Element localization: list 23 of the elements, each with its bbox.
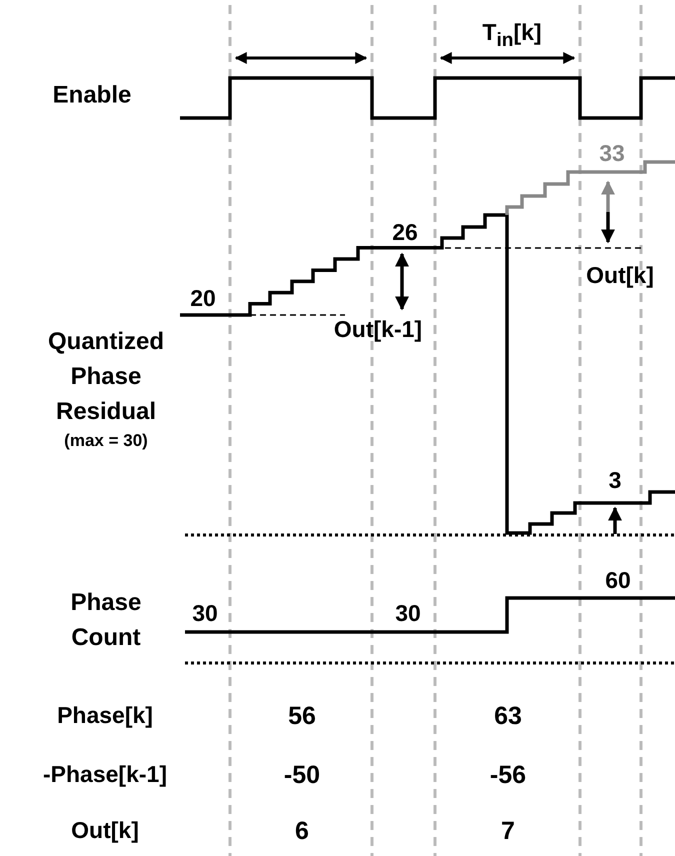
value-label: 60 <box>605 566 631 596</box>
out-label: Out[k] <box>586 261 654 290</box>
signal-label: Enable <box>52 80 132 110</box>
value-label: 33 <box>599 139 625 168</box>
signal-label: Phase Count <box>70 588 142 653</box>
row-label: -Phase[k-1] <box>43 760 167 790</box>
value-label: 20 <box>190 284 216 314</box>
table-value: 63 <box>494 700 522 732</box>
table-value: 7 <box>501 816 515 847</box>
row-label: Phase[k] <box>57 701 153 730</box>
signal-label: Quantized Phase Residual <box>46 326 165 426</box>
table-value: 56 <box>288 700 316 732</box>
period-label: T$_{in}$[k] <box>482 18 542 53</box>
value-label: 26 <box>392 218 418 248</box>
row-label: Out[k] <box>71 816 139 846</box>
note-label: (max = 30) <box>64 430 148 452</box>
value-label: 30 <box>395 599 421 628</box>
value-label: 30 <box>192 599 218 628</box>
out-label: Out[k-1] <box>334 315 422 344</box>
table-value: -56 <box>490 760 526 791</box>
table-value: -50 <box>284 760 320 791</box>
value-label: 3 <box>608 466 622 496</box>
table-value: 6 <box>295 816 309 847</box>
